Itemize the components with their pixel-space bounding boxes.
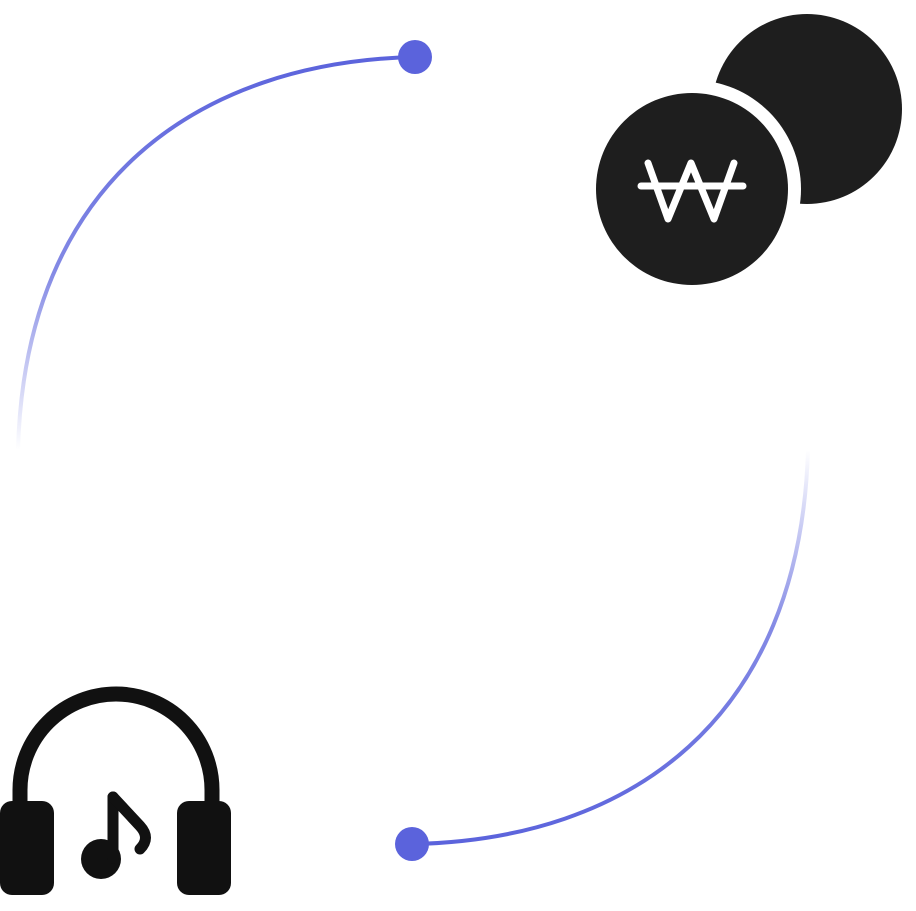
arc-dot-top [398,40,432,74]
left-ear-cup [0,801,54,895]
won-symbol-icon [637,159,747,223]
headband [12,686,220,823]
arc-line-top [16,55,417,452]
arc-connector-bottom [395,448,810,861]
right-ear-cup [177,801,231,895]
arc-line-bottom [410,448,810,846]
arc-connector-top [16,40,432,452]
won-coins-icon [583,14,902,298]
music-note-icon [81,791,151,879]
arc-dot-bottom [395,827,429,861]
headphones-music-icon [0,686,231,895]
